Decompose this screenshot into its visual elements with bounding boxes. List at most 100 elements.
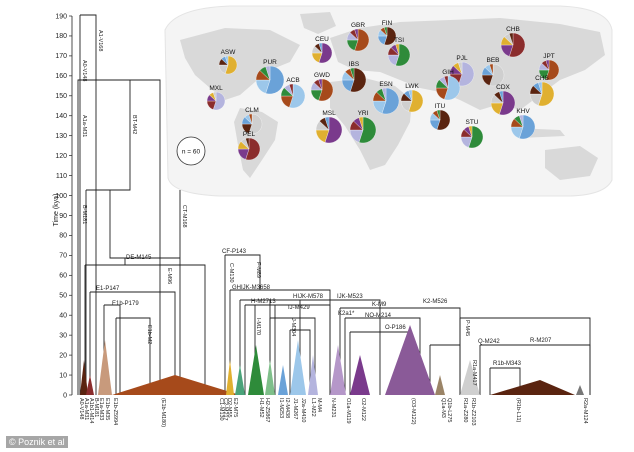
tip-label: A1a-M31 <box>83 398 89 420</box>
population-label: JPT <box>543 53 555 60</box>
population-pie-pel: PEL <box>237 131 261 161</box>
pie-wedge <box>318 78 334 102</box>
label-e1b-p179: E1b-P179 <box>112 301 139 307</box>
population-label: BEB <box>486 57 499 64</box>
pie-wedge <box>519 114 536 140</box>
label-p-m45: P-M45 <box>464 320 470 336</box>
population-label: ACB <box>286 77 299 84</box>
population-pie-pur: PUR <box>255 59 285 95</box>
population-pie-ibs: IBS <box>341 61 367 93</box>
clade-o3 <box>385 325 435 395</box>
map-australia <box>545 146 598 180</box>
vertical-branch-labels: A0-V148 A1-V168 A1a-M31 BT-M42 B-M181 CT… <box>81 30 470 344</box>
time-tick-label: 110 <box>56 173 67 180</box>
pie-wedge <box>395 43 400 56</box>
time-tick-label: 10 <box>59 372 67 379</box>
pie-wedge <box>499 90 516 116</box>
population-label: TSI <box>394 37 404 44</box>
tip-label: E1a-M33 <box>98 398 104 420</box>
tip-label: L1-M22 <box>310 398 316 417</box>
time-tick-label: 40 <box>59 313 67 320</box>
clade-r1a <box>460 360 480 395</box>
label-a1-v168: A1-V168 <box>97 30 103 51</box>
population-pie-mxl: MXL <box>206 85 226 111</box>
label-ghijk-m3658: GHIJK-M3658 <box>232 285 271 291</box>
tip-label: R2a-M124 <box>582 398 588 424</box>
population-pie-clm: CLM <box>241 107 263 135</box>
population-pie-msl: MSL <box>315 110 343 144</box>
clade-g <box>248 345 264 395</box>
branch-r <box>479 344 591 395</box>
pie-wedge <box>408 89 413 102</box>
label-e1-p147: E1-P147 <box>96 286 120 292</box>
time-tick-label: 140 <box>55 113 67 120</box>
clade-e1b-m35 <box>98 340 112 395</box>
population-label: LWK <box>405 83 419 90</box>
clade-triangles <box>80 325 584 395</box>
tip-label: R1a-Z280 <box>462 398 468 422</box>
population-label: ITU <box>435 103 446 110</box>
time-tick-label: 70 <box>59 253 67 260</box>
clade-q <box>435 375 445 395</box>
clade-e1a <box>86 375 94 395</box>
tip-label: I2-M438 <box>284 398 290 418</box>
pie-wedge <box>248 113 253 125</box>
population-label: KHV <box>516 108 530 115</box>
pie-wedge <box>225 55 238 75</box>
branch-de <box>124 258 206 395</box>
pie-wedge <box>358 116 377 144</box>
branch-bt <box>85 80 131 395</box>
population-label: PEL <box>243 131 256 138</box>
tip-label: Q1a-M3 <box>440 398 446 418</box>
population-label: ESN <box>379 81 393 88</box>
population-pie-ceu: CEU <box>311 36 333 64</box>
population-label: ASW <box>221 49 237 56</box>
tip-label: (O3-M122) <box>410 398 416 425</box>
label-ij-m429: IJ-M429 <box>288 305 310 311</box>
population-label: MSL <box>322 110 336 117</box>
clade-l <box>308 355 318 395</box>
time-tick-label: 130 <box>55 133 67 140</box>
branch-root <box>77 79 161 395</box>
label-ijk-m523: IJK-M523 <box>337 294 363 300</box>
population-pie-tsi: TSI <box>387 37 411 67</box>
population-label: CLM <box>245 107 259 114</box>
label-e1b-m2: E1b-M2 <box>146 325 152 344</box>
clade-e1b-m180 <box>112 375 240 395</box>
label-bt-m42: BT-M42 <box>131 115 137 134</box>
tip-label: (E1b-M180) <box>160 398 166 427</box>
branch-cf <box>224 254 261 395</box>
time-tick-label: 100 <box>55 193 67 200</box>
pie-wedge <box>289 83 306 109</box>
population-pie-gbr: GBR <box>346 22 370 52</box>
pie-wedge <box>509 32 514 46</box>
clade-h <box>265 360 275 395</box>
pie-wedge <box>350 67 355 81</box>
tip-label: H2-Z5867 <box>264 398 270 422</box>
pie-wedge <box>318 78 323 91</box>
population-label: CDX <box>496 84 510 91</box>
label-hijk-m578: HIJK-M578 <box>293 294 324 300</box>
clade-i <box>278 365 288 395</box>
time-tick-label: 150 <box>55 93 67 100</box>
pie-wedge <box>324 116 330 131</box>
time-axis-label: Time (kya) <box>53 194 60 227</box>
pie-wedge <box>468 125 473 138</box>
clade-a1b1 <box>80 360 88 395</box>
pie-wedge <box>545 59 560 81</box>
pie-wedge <box>324 116 343 144</box>
pie-wedge <box>265 65 285 95</box>
time-tick-label: 30 <box>59 332 67 339</box>
label-h-m2713: H-M2713 <box>251 299 276 305</box>
pie-wedge <box>350 67 367 93</box>
pie-wedge <box>318 42 323 54</box>
population-label: IBS <box>349 61 360 68</box>
tip-label: C2-M217 <box>222 398 228 421</box>
label-f-m89: F-M89 <box>255 262 261 278</box>
label-r1a-m417: R1a-M417 <box>471 360 477 386</box>
tip-label: I1-M253 <box>278 398 284 418</box>
tip-label: R1b-Z2103 <box>470 398 476 426</box>
pie-wedge <box>519 114 524 128</box>
time-tick-label: 170 <box>55 53 67 60</box>
